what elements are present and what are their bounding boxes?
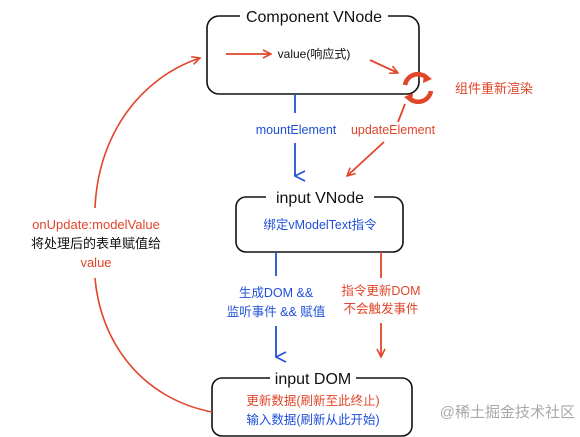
rerender-arrow	[369, 59, 398, 73]
component-vnode-title: Component VNode	[246, 9, 382, 26]
component-value-label: value(响应式)	[278, 46, 351, 61]
update-element-arrow	[347, 141, 385, 176]
directive-update-label: 指令更新DOM	[341, 283, 420, 298]
listen-assign-label: 监听事件 && 赋值	[227, 304, 326, 319]
update-element-label: updateElement	[351, 123, 436, 137]
update-line-top	[397, 103, 406, 123]
value-target-label: value	[80, 255, 111, 270]
on-update-curve-upper	[94, 58, 200, 209]
assign-form-label: 将处理后的表单赋值给	[31, 236, 161, 251]
input-vnode-title: input VNode	[276, 190, 364, 207]
input-vnode-node: input VNode 绑定vModelText指令	[235, 188, 404, 253]
mount-element-label: mountElement	[256, 123, 337, 137]
component-vnode-node: Component VNode value(响应式)	[206, 6, 420, 95]
on-update-label: onUpdate:modelValue	[32, 217, 160, 232]
directive-binding-label: 绑定vModelText指令	[263, 217, 377, 232]
refresh-cycle-icon	[402, 72, 434, 104]
on-update-curve-lower	[94, 277, 213, 413]
input-dom-title: input DOM	[275, 371, 351, 388]
update-data-label: 更新数据(刷新至此终止)	[246, 393, 379, 408]
watermark-text: @稀土掘金技术社区	[440, 404, 575, 421]
no-event-label: 不会触发事件	[343, 301, 418, 316]
input-dom-node: input DOM 更新数据(刷新至此终止) 输入数据(刷新从此开始)	[211, 369, 413, 437]
create-dom-label: 生成DOM &&	[239, 286, 314, 300]
rerender-label: 组件重新渲染	[455, 81, 533, 96]
input-data-label: 输入数据(刷新从此开始)	[246, 412, 379, 427]
